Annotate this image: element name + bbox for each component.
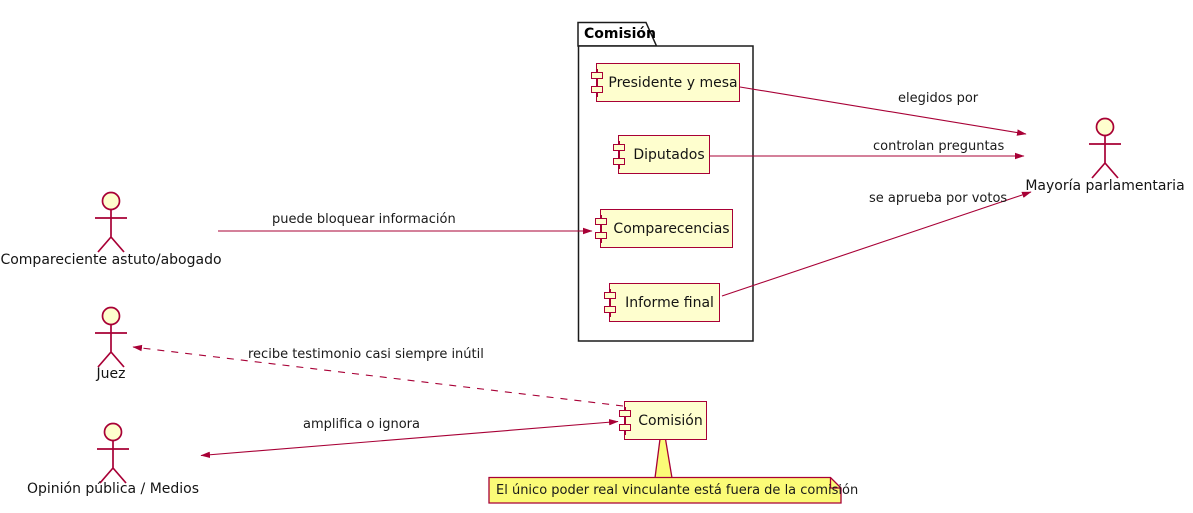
note-text: El único poder real vinculante está fuer… (496, 483, 859, 498)
component-icon (595, 214, 607, 243)
actor-body (95, 209, 127, 253)
edge-elegidos-por (739, 86, 1027, 136)
actor-head (101, 306, 121, 326)
component-icon (591, 68, 603, 97)
actor-head (1095, 117, 1115, 137)
component-label: Diputados (633, 146, 705, 163)
actor-compareciente-figure (95, 191, 127, 253)
edge-recibe-testimonio (132, 344, 624, 407)
edges-layer (132, 86, 1032, 458)
actor-label-juez: Juez (96, 366, 126, 382)
actor-label-mayoria: Mayoría parlamentaria (1025, 178, 1185, 194)
actor-juez-figure (95, 306, 127, 368)
note-body (488, 476, 842, 504)
note-fold-corner (829, 477, 841, 489)
edge-label-puede-bloquear-informacion: puede bloquear información (272, 212, 456, 227)
actor-label-compareciente: Compareciente astuto/abogado (0, 252, 222, 268)
package-title: Comisión (584, 26, 656, 42)
actor-body (1089, 135, 1121, 179)
actor-opinion-figure (97, 422, 129, 484)
edge-label-amplifica-o-ignora: amplifica o ignora (303, 417, 420, 432)
component-presidente-y-mesa: Presidente y mesa (591, 63, 740, 102)
component-comparecencias: Comparecencias (595, 209, 733, 248)
component-label: Presidente y mesa (608, 74, 738, 91)
actor-head (101, 191, 121, 211)
edge-label-se-aprueba-por-votos: se aprueba por votos (869, 191, 1008, 206)
component-icon (613, 140, 625, 169)
note-connector (654, 438, 673, 479)
note-shape (488, 438, 842, 504)
actor-body (95, 324, 127, 368)
component-label: Comisión (638, 412, 703, 429)
component-comision: Comisión (619, 401, 707, 440)
component-label: Informe final (625, 294, 714, 311)
actor-body (97, 440, 129, 484)
edge-label-elegidos-por: elegidos por (898, 91, 979, 106)
actor-mayoria-figure (1089, 117, 1121, 179)
component-icon (604, 288, 616, 317)
actor-head (103, 422, 123, 442)
component-icon (619, 406, 631, 435)
actor-label-opinion: Opinión pública / Medios (26, 481, 200, 497)
component-informe-final: Informe final (604, 283, 720, 322)
edge-se-aprueba-por-votos (721, 191, 1032, 297)
component-label: Comparecencias (613, 220, 730, 237)
edge-label-recibe-testimonio: recibe testimonio casi siempre inútil (248, 347, 484, 362)
edge-amplifica-o-ignora (200, 419, 619, 458)
edge-label-controlan-preguntas: controlan preguntas (873, 139, 1005, 154)
component-diputados: Diputados (613, 135, 710, 174)
